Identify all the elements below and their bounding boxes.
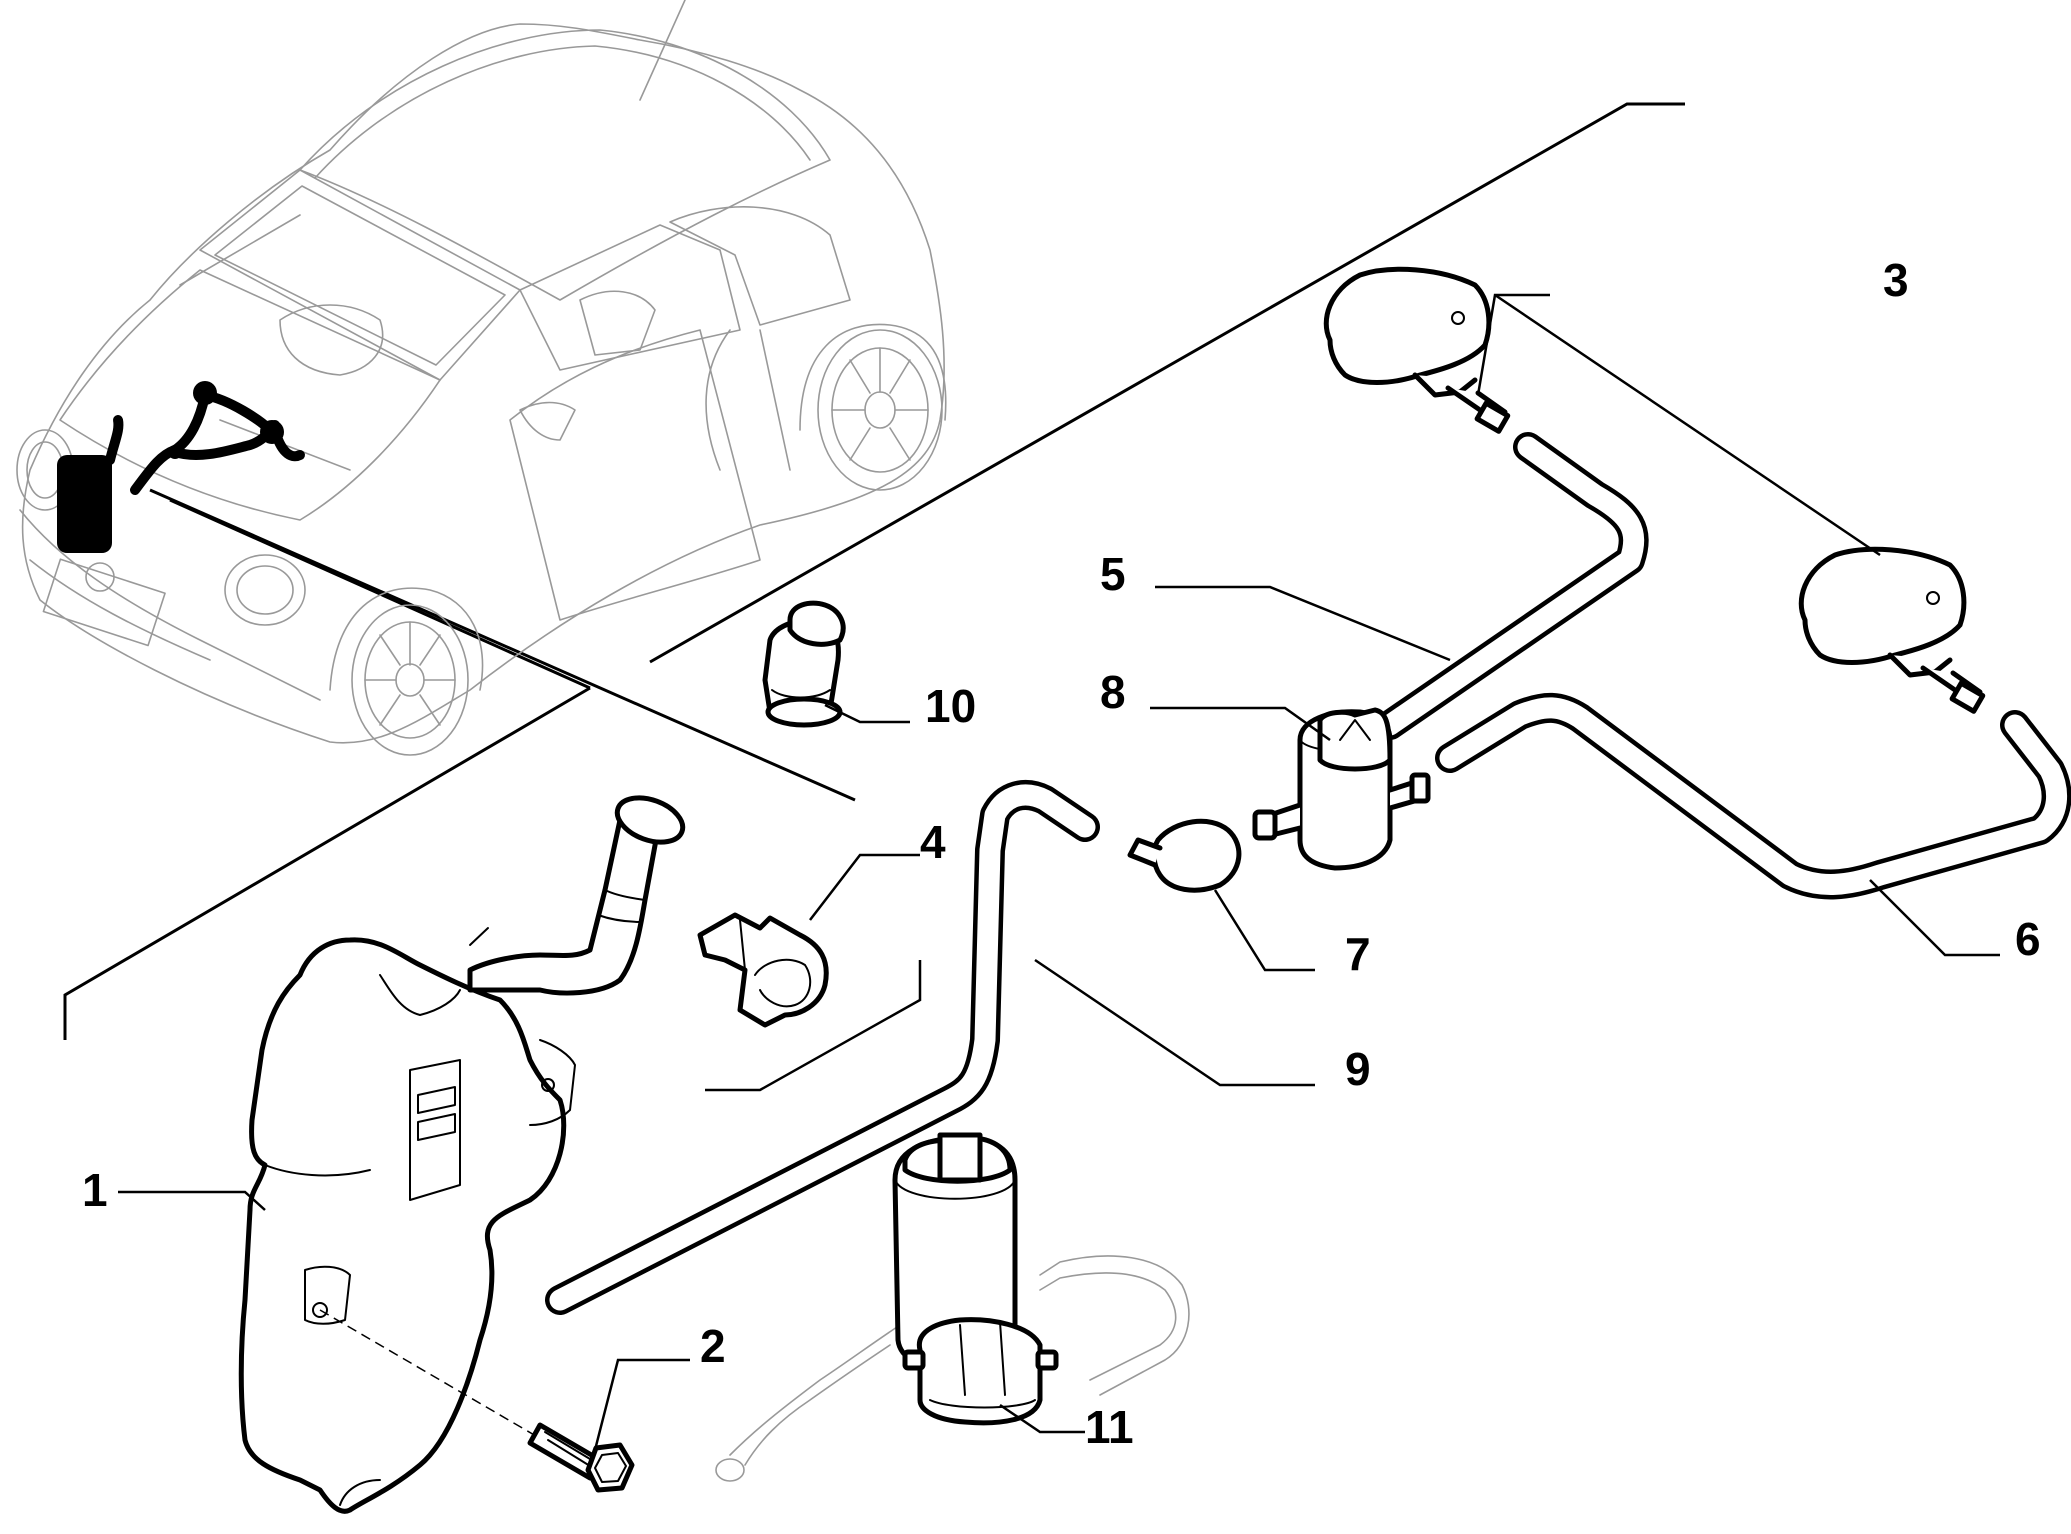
callout-labels: 1 2 3 4 5 6 7 8 9 10 11: [82, 254, 2041, 1453]
callout-5: 5: [1100, 548, 1126, 600]
hose-clip-bracket: [697, 912, 922, 1092]
callout-10: 10: [925, 680, 976, 732]
hose-connector: [1127, 818, 1242, 893]
callout-9: 9: [1345, 1043, 1371, 1095]
hoses: [545, 432, 2071, 1482]
mounting-bolt: [527, 1422, 635, 1493]
callout-1: 1: [82, 1164, 108, 1216]
callout-4: 4: [920, 816, 946, 868]
callout-6: 6: [2015, 913, 2041, 965]
callout-2: 2: [700, 1320, 726, 1372]
washer-reservoir-tank: [238, 795, 686, 1514]
washer-nozzles: [1323, 266, 1986, 714]
car-thumbnail: [16, 0, 947, 756]
check-valve: [1252, 707, 1431, 871]
callout-3: 3: [1883, 254, 1909, 306]
callout-11: 11: [1085, 1401, 1134, 1453]
callout-7: 7: [1345, 928, 1371, 980]
frame-lines: [63, 102, 1685, 1040]
washer-pump: [892, 1132, 1059, 1426]
leader-lines: [118, 293, 2000, 1451]
callout-8: 8: [1100, 666, 1126, 718]
filler-cap: [762, 600, 846, 728]
